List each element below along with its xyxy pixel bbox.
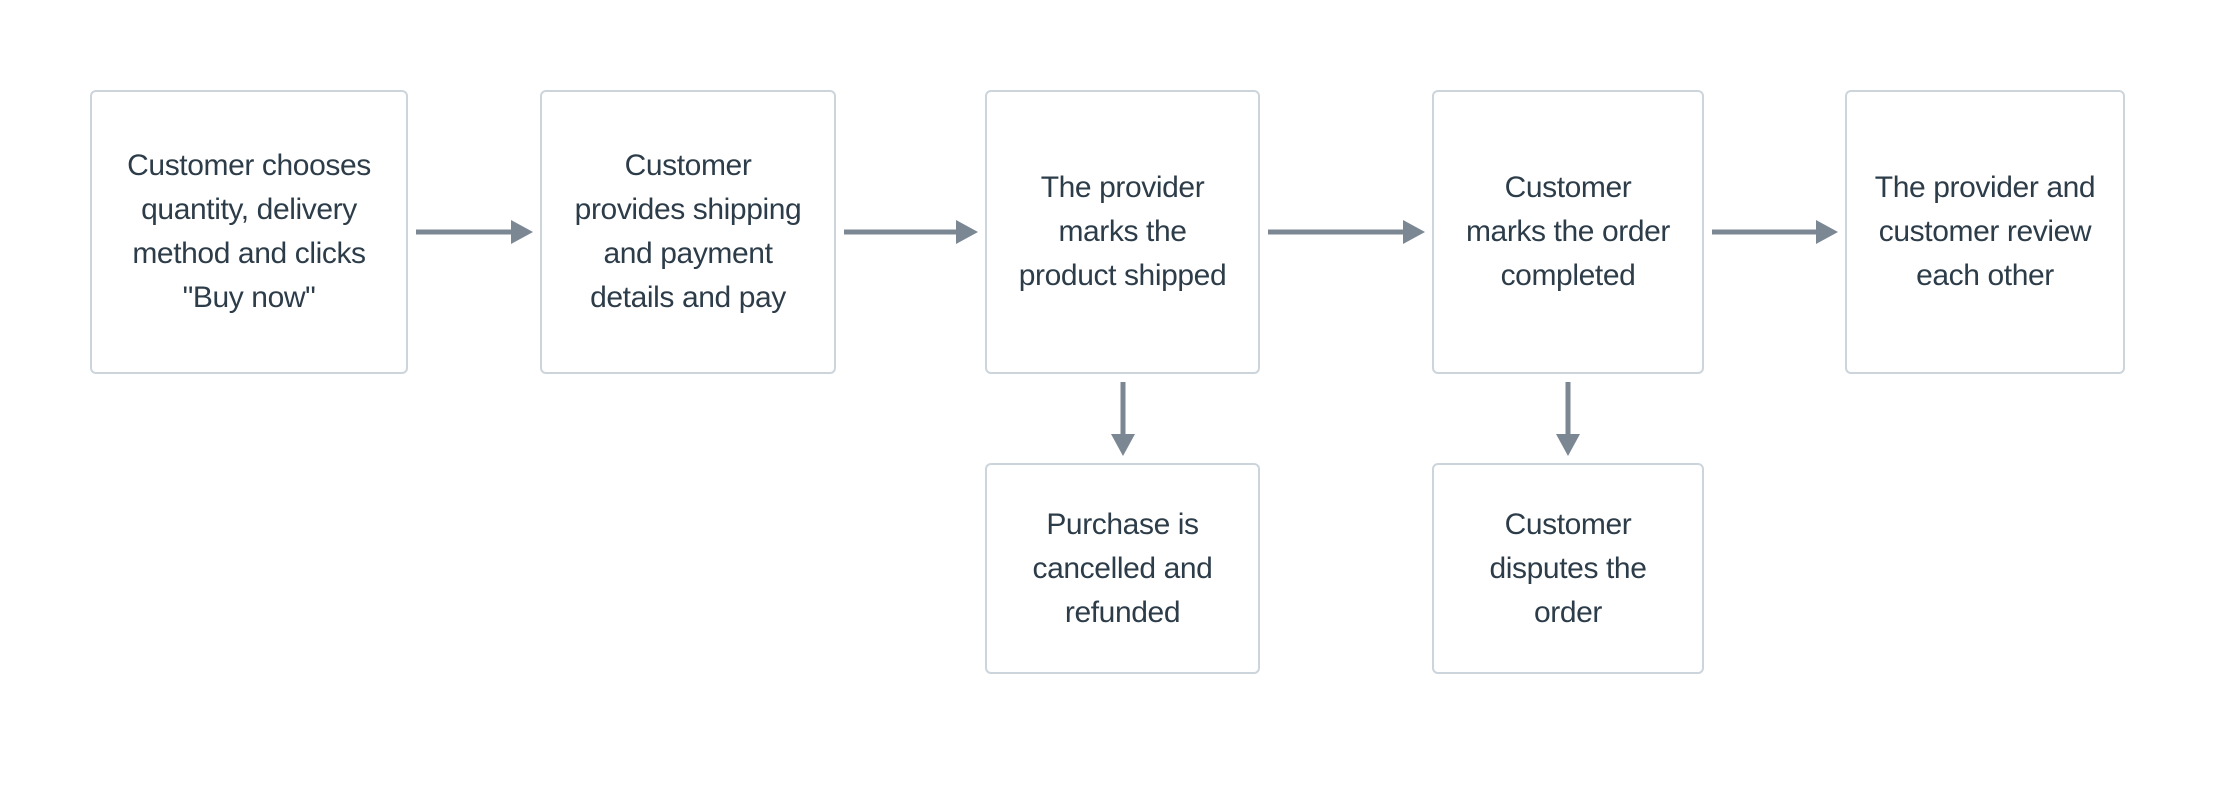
node-label: Customer marks the order completed bbox=[1465, 171, 1671, 292]
node-purchase-cancelled-refunded: Purchase is cancelled and refunded bbox=[985, 463, 1260, 674]
arrow-shaft bbox=[844, 229, 962, 235]
arrow-head bbox=[1403, 220, 1425, 244]
node-label: Customer provides shipping and payment d… bbox=[574, 149, 802, 314]
arrow-down-icon bbox=[1110, 382, 1136, 456]
node-customer-marks-completed: Customer marks the order completed bbox=[1432, 90, 1704, 374]
node-label: The provider marks the product shipped bbox=[1018, 171, 1227, 292]
arrow-head bbox=[956, 220, 978, 244]
node-review-each-other: The provider and customer review each ot… bbox=[1845, 90, 2125, 374]
node-label: Customer chooses quantity, delivery meth… bbox=[127, 149, 371, 314]
arrow-down-icon bbox=[1555, 382, 1581, 456]
node-customer-chooses-buy-now: Customer chooses quantity, delivery meth… bbox=[90, 90, 408, 374]
arrow-right-icon bbox=[1268, 219, 1425, 245]
node-customer-provides-payment: Customer provides shipping and payment d… bbox=[540, 90, 836, 374]
arrow-head bbox=[511, 220, 533, 244]
arrow-shaft bbox=[416, 229, 517, 235]
node-customer-disputes-order: Customer disputes the order bbox=[1432, 463, 1704, 674]
arrow-head bbox=[1816, 220, 1838, 244]
node-provider-marks-shipped: The provider marks the product shipped bbox=[985, 90, 1260, 374]
arrow-head bbox=[1556, 434, 1580, 456]
node-label: Purchase is cancelled and refunded bbox=[1032, 507, 1213, 629]
arrow-shaft bbox=[1120, 382, 1126, 440]
arrow-right-icon bbox=[844, 219, 978, 245]
node-label: The provider and customer review each ot… bbox=[1874, 171, 2096, 292]
arrow-right-icon bbox=[1712, 219, 1838, 245]
arrow-shaft bbox=[1712, 229, 1822, 235]
arrow-head bbox=[1111, 434, 1135, 456]
arrow-shaft bbox=[1565, 382, 1571, 440]
arrow-shaft bbox=[1268, 229, 1409, 235]
arrow-right-icon bbox=[416, 219, 533, 245]
node-label: Customer disputes the order bbox=[1489, 507, 1647, 629]
